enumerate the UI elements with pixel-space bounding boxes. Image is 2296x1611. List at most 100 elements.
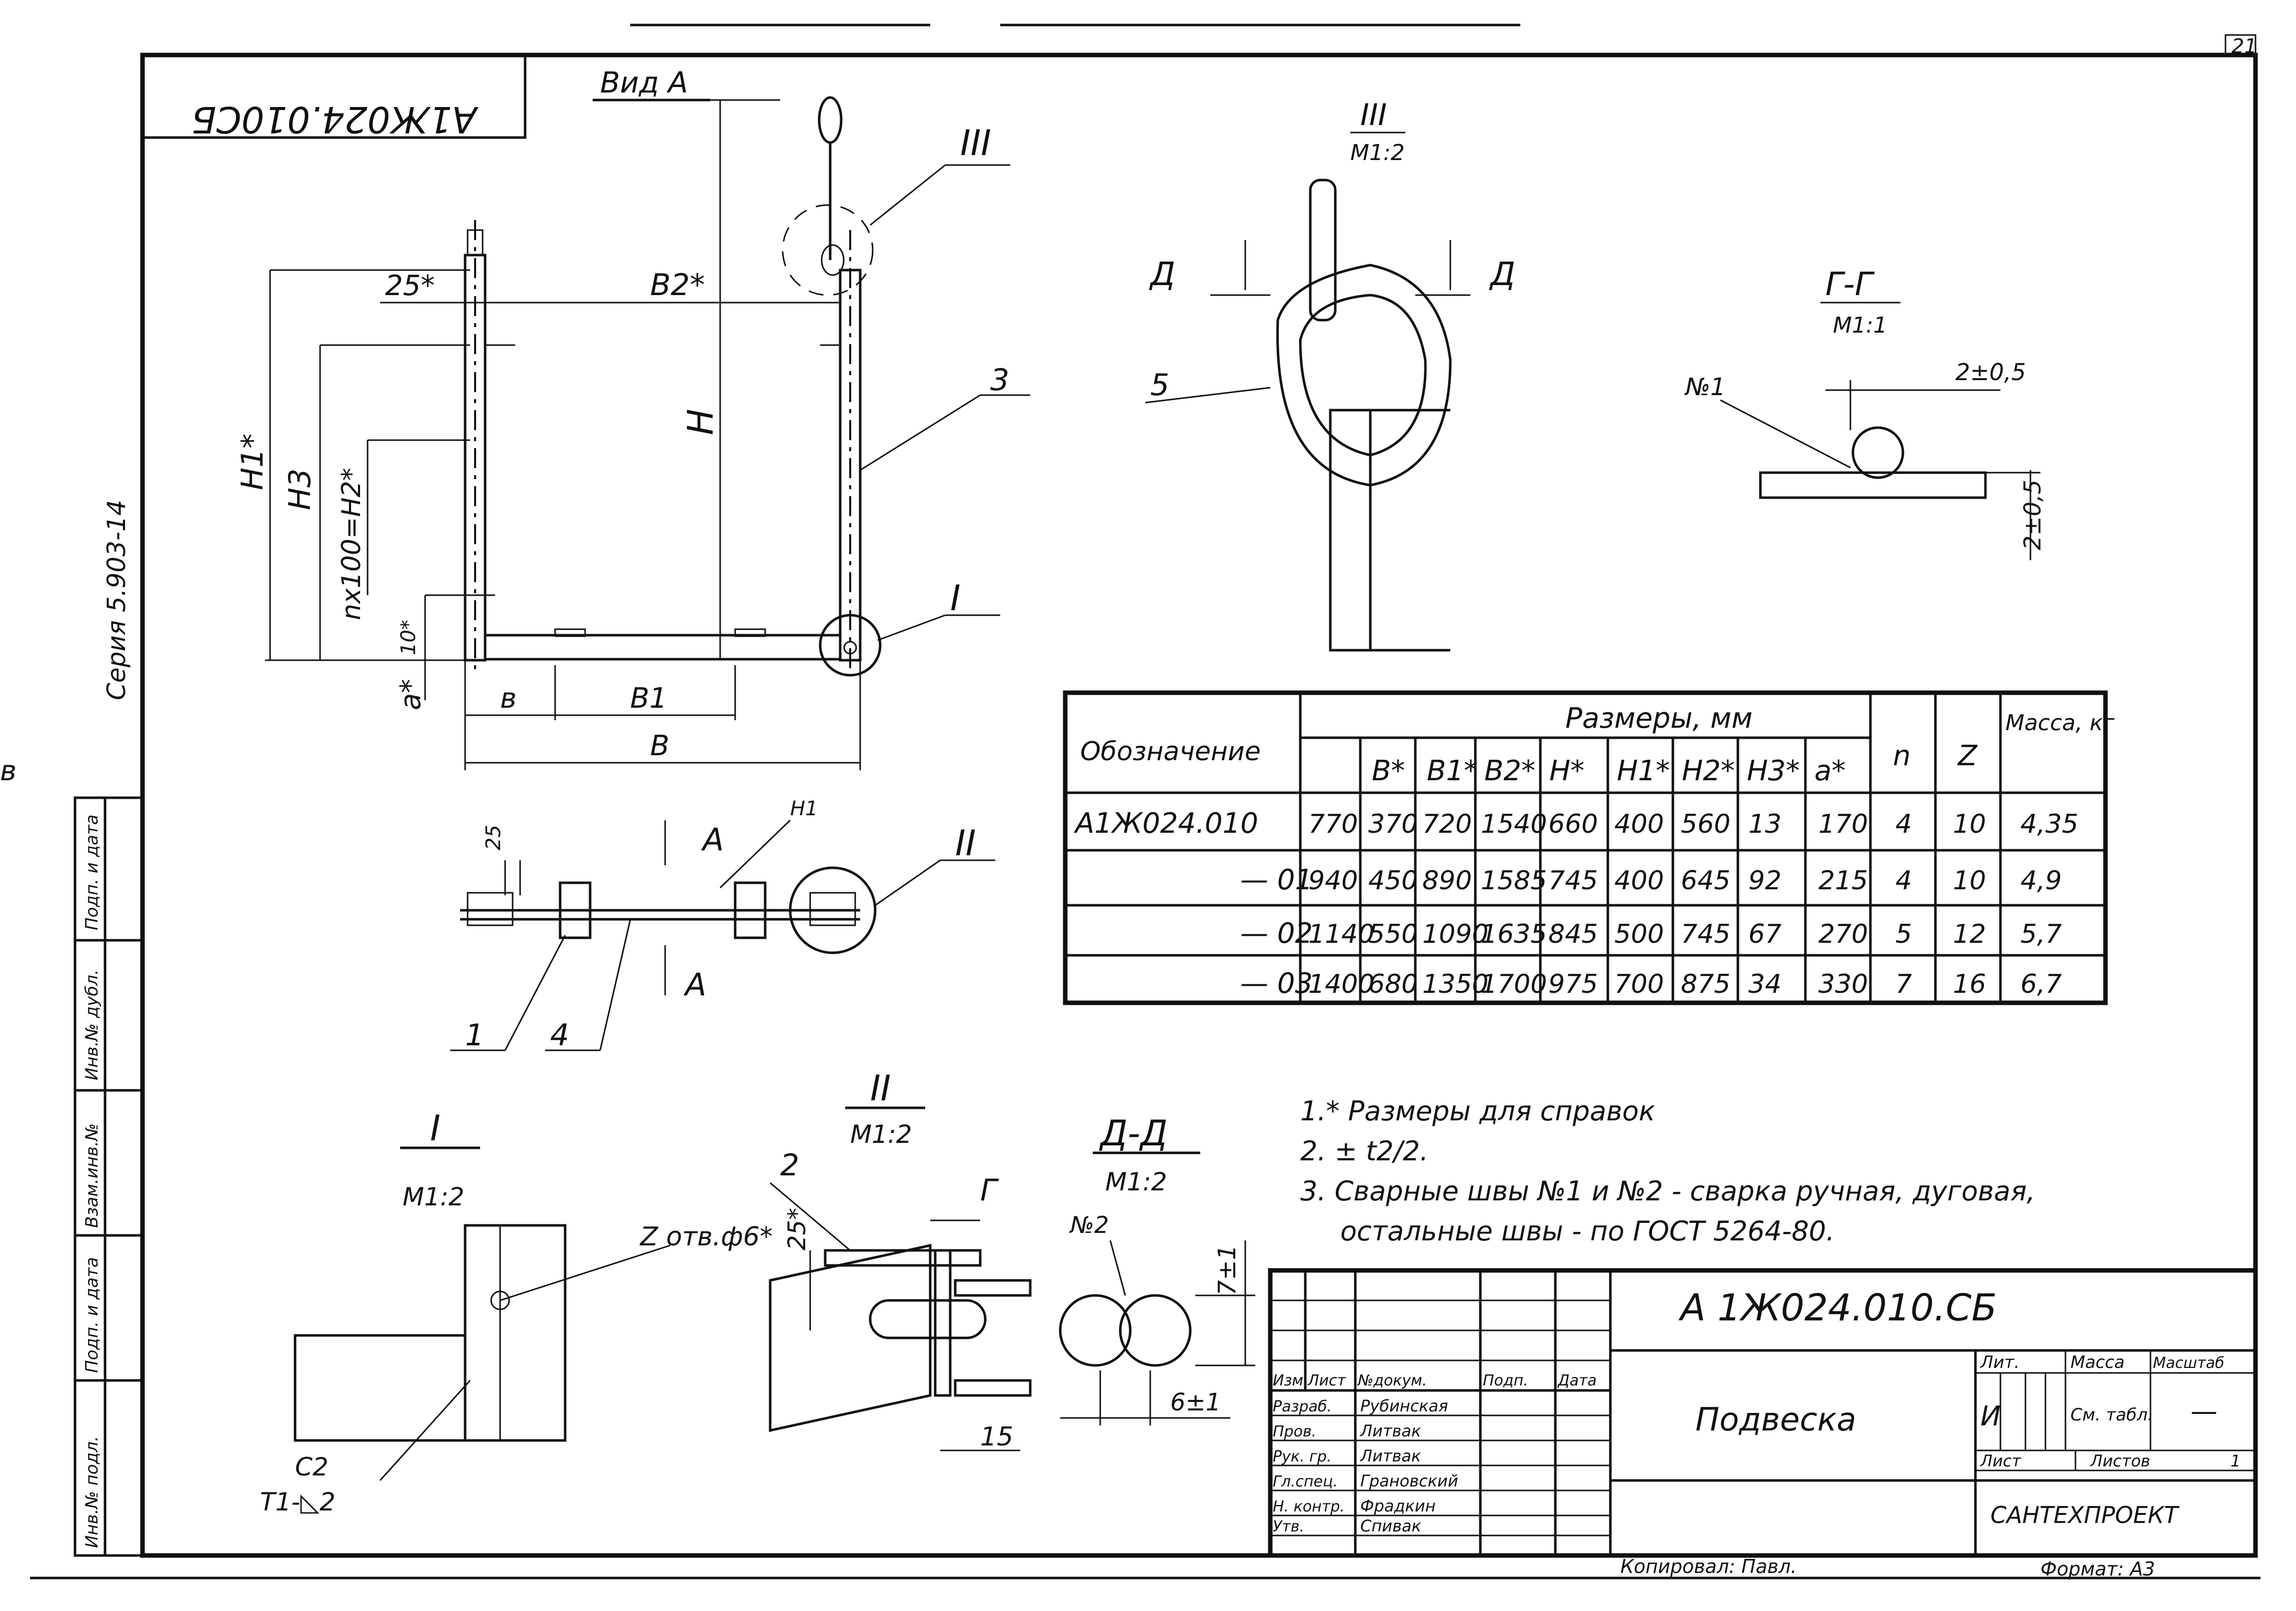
- tb-col-header: №докум.: [1357, 1372, 1427, 1389]
- table-cell: 1585: [1481, 866, 1547, 896]
- dim-7: 7±1: [1213, 1245, 1241, 1295]
- note-3: 3. Сварные швы №1 и №2 - сварка ручная, …: [1300, 1175, 2035, 1207]
- section-dd: Д-Д M1:2 №2 7±1 6±1: [1059, 1113, 1255, 1425]
- table-cell: 745: [1548, 866, 1598, 896]
- role-label: Утв.: [1273, 1518, 1304, 1535]
- table-cell: 875: [1681, 969, 1730, 999]
- table-cell-z: 16: [1953, 969, 1986, 999]
- col-designation: Обозначение: [1080, 737, 1261, 767]
- side-cell-label: Взам.инв.№: [82, 1123, 102, 1228]
- table-cell: 845: [1548, 919, 1598, 949]
- stamp-code: А1Ж024.010СБ: [192, 99, 479, 141]
- callout-iii: III: [960, 123, 991, 164]
- holes-label: Z отв.ф6*: [639, 1222, 773, 1252]
- sheets-label: Листов: [2090, 1451, 2150, 1470]
- dim-b1: B1: [630, 682, 667, 715]
- top-view: 25 A A H1 II 1 4: [450, 797, 995, 1053]
- table-cell-z: 12: [1953, 919, 1986, 949]
- scale-value: —: [2190, 1395, 2217, 1427]
- weld-no2: №2: [1069, 1211, 1109, 1238]
- role-label: Пров.: [1273, 1423, 1316, 1440]
- stamp-box: [141, 54, 527, 139]
- arrow-a-bottom: A: [683, 966, 706, 1003]
- format-label: Формат: А3: [2040, 1558, 2155, 1580]
- org-name: САНТЕХПРОЕКТ: [1990, 1501, 2180, 1528]
- doc-code: А 1Ж024.010.СБ: [1678, 1286, 1997, 1329]
- detail-II-circle: [789, 866, 877, 954]
- table-cell: 500: [1614, 919, 1664, 949]
- role-label: Рук. гр.: [1273, 1448, 1331, 1465]
- table-subheader: в: [0, 755, 17, 787]
- notes: 1.* Размеры для справок 2. ± t2/2. 3. Св…: [1300, 1095, 2035, 1247]
- callout-1: 1: [465, 1018, 484, 1053]
- callout-5: 5: [1150, 368, 1169, 403]
- table-subheader: H*: [1549, 755, 1584, 787]
- detail-i: I M1:2 Z отв.ф6* С2 Т1-◺2: [260, 1108, 773, 1516]
- table-cell: 890: [1422, 866, 1472, 896]
- drawing-frame: [140, 53, 2258, 1558]
- side-cell-label: Инв.№ дубл.: [82, 969, 102, 1080]
- table-cell: 370: [1368, 809, 1418, 839]
- role-name: Спивак: [1360, 1516, 1422, 1535]
- sheet-number-box: [2224, 34, 2256, 56]
- detail-iii: III M1:2 Д Д 5: [1145, 98, 1515, 652]
- callout-3: 3: [990, 363, 1009, 398]
- detail-iii-title: III: [1360, 98, 1387, 133]
- table-cell-mass: 4,9: [2020, 866, 2062, 896]
- side-cell-label: Инв.№ подл.: [82, 1436, 102, 1548]
- section-dd-scale: M1:2: [1105, 1167, 1167, 1196]
- table-row-name: — 03: [1240, 967, 1313, 1000]
- table-cell: 645: [1681, 866, 1730, 896]
- table-cell: 680: [1368, 969, 1418, 999]
- table-row-name: — 02: [1240, 917, 1313, 950]
- table-cell: 215: [1818, 866, 1868, 896]
- detail-i-title: I: [430, 1108, 441, 1149]
- table-cell: 330: [1818, 969, 1868, 999]
- group-header: Размеры, мм: [1565, 702, 1752, 735]
- part-name: Подвеска: [1695, 1401, 1856, 1438]
- note-2: 2. ± t2/2.: [1300, 1135, 1428, 1167]
- role-name: Рубинская: [1360, 1396, 1448, 1415]
- scale-header: Масштаб: [2153, 1354, 2224, 1372]
- table-cell: 67: [1748, 919, 1781, 949]
- copied-by: Копировал: Павл.: [1620, 1555, 1797, 1577]
- side-cell-label: Подп. и дата: [82, 814, 102, 930]
- table-cell: 1090: [1422, 919, 1488, 949]
- section-gg-scale: M1:1: [1833, 313, 1887, 338]
- tb-col-header: Изм: [1273, 1372, 1303, 1389]
- table-subheader: B*: [1372, 755, 1405, 787]
- dim-b-total: B: [650, 730, 669, 762]
- table-cell: 450: [1368, 866, 1418, 896]
- table-cell: 660: [1548, 809, 1598, 839]
- detail-ii-scale: M1:2: [850, 1120, 912, 1149]
- table-cell: 1400: [1308, 969, 1374, 999]
- section-dd-title: Д-Д: [1099, 1113, 1168, 1154]
- section-d-mark-right: Д: [1489, 256, 1515, 293]
- table-cell-n: 4: [1895, 809, 1912, 839]
- weld-sym-1: С2: [295, 1452, 329, 1481]
- detail-III-circle: [782, 204, 874, 296]
- dim-gg-top: 2±0,5: [1955, 359, 2026, 386]
- table-cell: 700: [1614, 969, 1664, 999]
- lit-value: И: [1980, 1400, 2000, 1432]
- table-cell-mass: 4,35: [2020, 809, 2078, 839]
- top-dim-h1: H1: [790, 797, 818, 820]
- role-name: Грановский: [1360, 1471, 1458, 1490]
- section-g-mark: Г: [980, 1173, 999, 1208]
- note-1: 1.* Размеры для справок: [1300, 1095, 1655, 1127]
- table-cell: 550: [1368, 919, 1418, 949]
- table-cell: 1700: [1481, 969, 1547, 999]
- dim-gg-side: 2±0,5: [2019, 480, 2046, 550]
- table-cell: 1140: [1308, 919, 1374, 949]
- dim-25-ii: 25*: [783, 1208, 811, 1250]
- table-cell: 270: [1818, 919, 1868, 949]
- table-cell-z: 10: [1953, 866, 1986, 896]
- dim-6: 6±1: [1170, 1388, 1221, 1416]
- weld-no1: №1: [1684, 373, 1725, 401]
- dim-b: в: [500, 682, 517, 715]
- dim-h3: H3: [283, 469, 318, 510]
- table-cell-n: 7: [1895, 969, 1912, 999]
- dim-10: 10*: [397, 620, 420, 655]
- tb-col-header: Лист: [1307, 1372, 1347, 1389]
